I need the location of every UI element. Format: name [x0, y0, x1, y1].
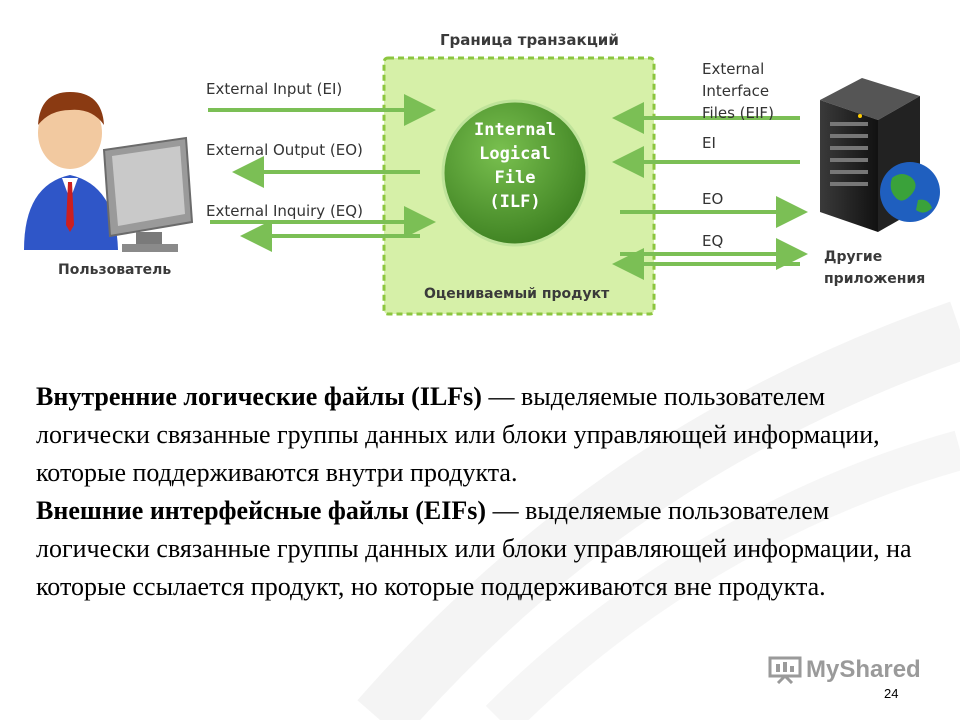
definitions-text: Внутренние логические файлы (ILFs) — выд…	[36, 378, 916, 606]
other-apps-label: Другие приложения	[824, 249, 926, 287]
presentation-icon	[768, 656, 802, 684]
ilf-line: Internal	[474, 120, 556, 140]
right-eo-label: EO	[702, 190, 724, 208]
product-label: Оцениваемый продукт	[424, 286, 610, 302]
user-icon	[24, 92, 194, 252]
ilf-description: — выделяемые пользователем логически свя…	[36, 382, 880, 487]
watermark: MyShared	[768, 656, 921, 684]
ilf-label: Internal Logical File (ILF)	[440, 118, 590, 214]
transaction-diagram	[24, 56, 940, 316]
right-eq-label: EQ	[702, 232, 724, 250]
ilf-term: Внутренние логические файлы (ILFs)	[36, 382, 482, 411]
eif-term: Внешние интерфейсные файлы (EIFs)	[36, 496, 487, 525]
eif-definition: Внешние интерфейсные файлы (EIFs) — выде…	[36, 492, 916, 606]
watermark-text: MyShared	[806, 656, 921, 683]
boundary-title: Граница транзакций	[440, 31, 619, 49]
external-input-label: External Input (EI)	[206, 80, 343, 98]
ilf-line: File	[494, 168, 536, 188]
page-number: 24	[884, 686, 899, 701]
eif-description: — выделяемые пользователем логически свя…	[36, 496, 912, 601]
external-inquiry-label: External Inquiry (EQ)	[206, 202, 363, 220]
external-output-label: External Output (EO)	[206, 141, 363, 159]
user-label: Пользователь	[58, 262, 172, 278]
ilf-line: (ILF)	[489, 192, 541, 212]
globe-icon	[880, 162, 940, 222]
eif-label: External Interface Files (EIF)	[702, 60, 774, 122]
ilf-circle	[441, 99, 589, 247]
right-ei-label: EI	[702, 134, 716, 152]
ilf-line: Logical	[479, 144, 551, 164]
ilf-definition: Внутренние логические файлы (ILFs) — выд…	[36, 378, 916, 492]
